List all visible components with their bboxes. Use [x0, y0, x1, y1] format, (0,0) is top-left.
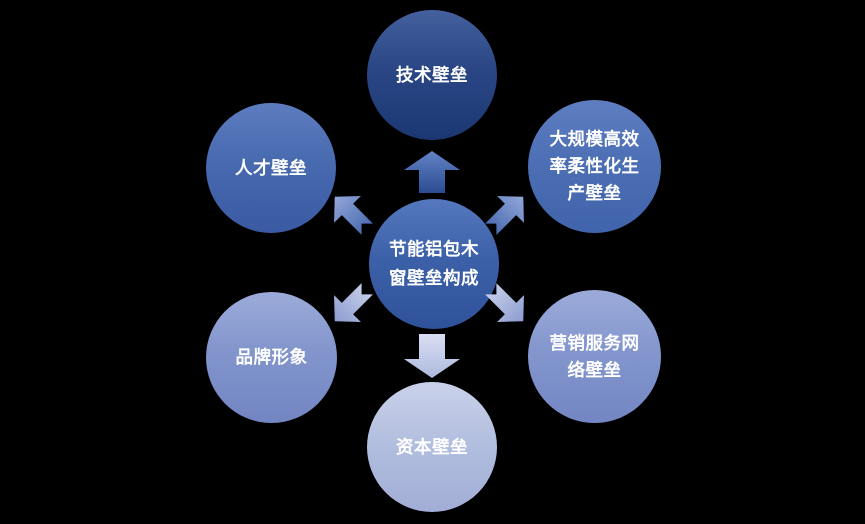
node-label-line: 节能铝包木: [389, 239, 479, 259]
node-label: 节能铝包木 窗壁垒构成: [389, 235, 479, 293]
arrow-down-left-icon: [334, 283, 373, 322]
arrow-up-icon: [404, 151, 460, 193]
node-label-line: 产壁垒: [567, 183, 622, 203]
node-label-line: 大规模高效: [549, 129, 640, 149]
arrow-up-right-icon: [485, 196, 524, 235]
node-label-line: 营销服务网: [549, 332, 640, 353]
node-label: 营销服务网 络壁垒: [550, 330, 640, 384]
node-label: 品牌形象: [235, 347, 308, 367]
arrow-down-right-icon: [485, 283, 524, 322]
node-center-topic: 节能铝包木 窗壁垒构成: [369, 199, 499, 329]
node-marketing-network-barrier: 营销服务网 络壁垒: [528, 290, 661, 423]
node-talent-barrier: 人才壁垒: [206, 103, 336, 233]
node-label-line: 率柔性化生: [549, 156, 640, 176]
node-label: 大规模高效 率柔性化生 产壁垒: [550, 126, 640, 207]
node-brand-image: 品牌形象: [206, 292, 337, 423]
node-label: 资本壁垒: [396, 436, 468, 457]
node-label: 人才壁垒: [235, 157, 307, 178]
node-production-barrier: 大规模高效 率柔性化生 产壁垒: [528, 100, 661, 233]
arrow-down-icon: [404, 334, 460, 378]
node-label: 技术壁垒: [396, 64, 468, 85]
arrow-up-left-icon: [334, 196, 373, 235]
node-label-line: 络壁垒: [567, 359, 622, 380]
node-capital-barrier: 资本壁垒: [367, 382, 497, 512]
node-tech-barrier: 技术壁垒: [367, 10, 497, 140]
node-label-line: 窗壁垒构成: [389, 268, 479, 288]
